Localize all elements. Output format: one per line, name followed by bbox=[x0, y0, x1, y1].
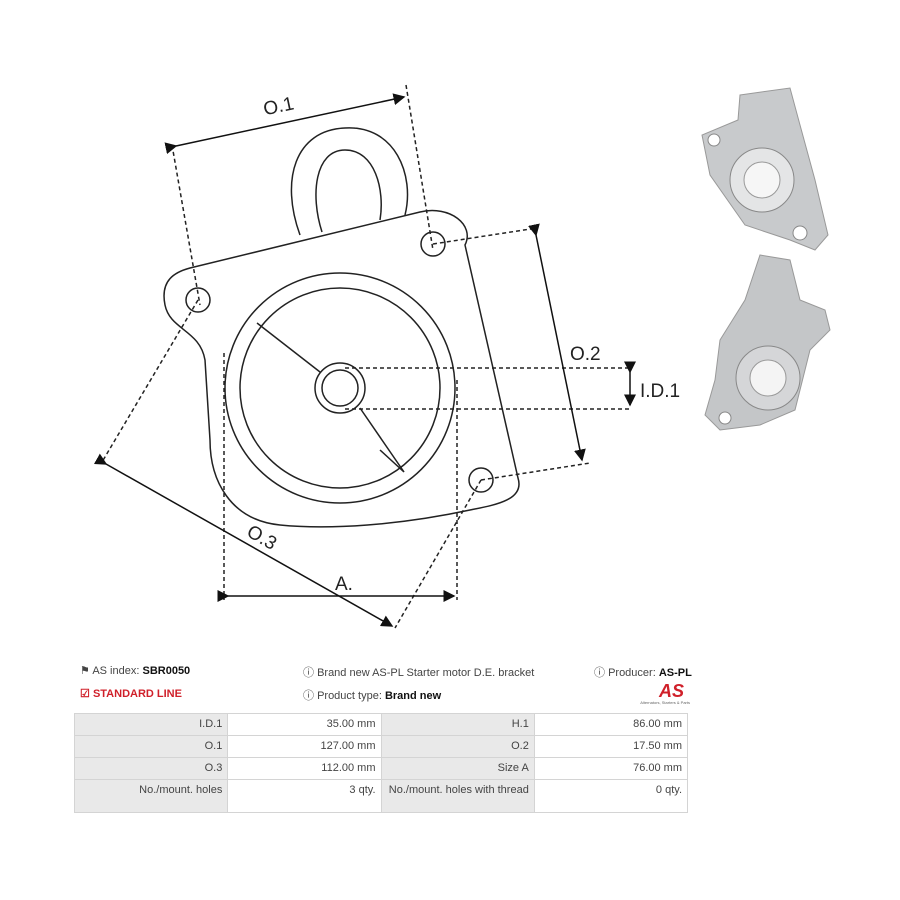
as-pl-logo: AS Alternators, Starters & Parts bbox=[640, 681, 690, 705]
tag-icon: ⚑ bbox=[80, 665, 90, 677]
description: ⓘ Brand new AS-PL Starter motor D.E. bra… bbox=[303, 667, 535, 679]
product-photo-front bbox=[701, 87, 829, 251]
as-index: ⚑ AS index: SBR0050 bbox=[80, 665, 191, 677]
product-type: ⓘ Product type: Brand new bbox=[303, 690, 442, 702]
label-o3: O.3 bbox=[243, 521, 280, 554]
info-icon: ⓘ bbox=[303, 667, 314, 679]
bracket-outline bbox=[163, 127, 520, 528]
info-icon: ⓘ bbox=[303, 690, 314, 702]
standard-line: ☑ STANDARD LINE bbox=[80, 688, 182, 700]
info-icon: ⓘ bbox=[594, 667, 605, 679]
label-o1: O.1 bbox=[262, 93, 296, 120]
as-index-value: SBR0050 bbox=[142, 665, 191, 677]
producer: ⓘ Producer: AS-PL bbox=[594, 667, 692, 679]
dimension-lines bbox=[101, 84, 632, 629]
label-a: A. bbox=[335, 574, 353, 595]
checkbox-icon: ☑ bbox=[80, 688, 90, 700]
label-id1: I.D.1 bbox=[640, 381, 680, 402]
label-o2: O.2 bbox=[570, 344, 601, 365]
technical-drawing: O.1 O.2 I.D.1 O.3 A. bbox=[93, 84, 831, 629]
product-photo-side bbox=[704, 254, 831, 431]
